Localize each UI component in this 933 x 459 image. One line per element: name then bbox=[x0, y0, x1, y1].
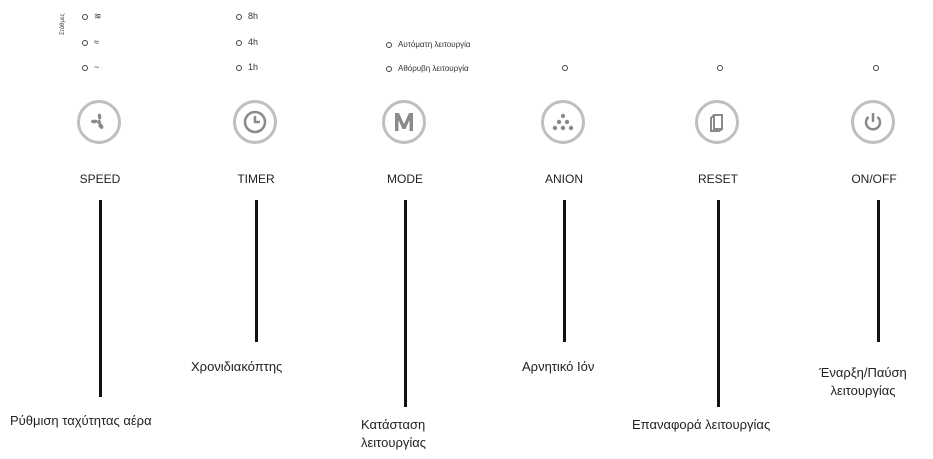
anion-button[interactable] bbox=[541, 100, 585, 144]
mode-callout: Κατάσταση λειτουργίας bbox=[361, 416, 426, 452]
onoff-label: ON/OFF bbox=[851, 172, 897, 186]
onoff-leader-line bbox=[877, 200, 880, 342]
anion-callout: Αρνητικό Ιόν bbox=[522, 359, 595, 374]
speed-level-low: ~ bbox=[82, 62, 99, 73]
mode-callout-line1: Κατάσταση bbox=[361, 417, 426, 432]
anion-label: ANION bbox=[544, 172, 583, 186]
timer-indicator-1h: 1h bbox=[236, 62, 258, 73]
mode-indicator-auto: Αυτόματη λειτουργία bbox=[386, 39, 471, 50]
speed-leader-line bbox=[99, 200, 102, 397]
timer-callout: Χρονιδιακόπτης bbox=[191, 359, 283, 374]
mode-callout-line2: λειτουργίας bbox=[361, 435, 427, 450]
onoff-callout: Έναρξη/Παύση λειτουργίας bbox=[808, 364, 918, 400]
anion-indicator bbox=[562, 65, 568, 71]
timer-indicator-8h: 8h bbox=[236, 11, 258, 22]
timer-indicator-4h: 4h bbox=[236, 37, 258, 48]
timer-leader-line bbox=[255, 200, 258, 342]
speed-level-high: ≋ bbox=[82, 11, 102, 22]
m-letter-icon bbox=[395, 113, 413, 131]
dots-icon bbox=[552, 113, 574, 131]
speed-level-mid: ≈ bbox=[82, 37, 99, 48]
anion-leader-line bbox=[563, 200, 566, 342]
reset-callout: Επαναφορά λειτουργίας bbox=[632, 417, 771, 432]
onoff-callout-line2: λειτουργίας bbox=[830, 383, 896, 398]
speed-callout: Ρύθμιση ταχύτητας αέρα bbox=[10, 413, 152, 428]
mode-indicator-quiet: Αθόρυβη λειτουργία bbox=[386, 63, 469, 74]
reset-indicator bbox=[717, 65, 723, 71]
reset-leader-line bbox=[717, 200, 720, 407]
reset-label: RESET bbox=[697, 172, 738, 186]
onoff-callout-line1: Έναρξη/Παύση bbox=[819, 365, 907, 380]
reset-button[interactable] bbox=[695, 100, 739, 144]
speed-button[interactable] bbox=[77, 100, 121, 144]
mode-label: MODE bbox=[387, 172, 423, 186]
clock-icon bbox=[243, 110, 267, 134]
timer-label: TIMER bbox=[237, 172, 275, 186]
onoff-button[interactable] bbox=[851, 100, 895, 144]
timer-button[interactable] bbox=[233, 100, 277, 144]
mode-leader-line bbox=[404, 200, 407, 407]
onoff-indicator bbox=[873, 65, 879, 71]
mode-button[interactable] bbox=[382, 100, 426, 144]
speed-levels-label: Στάθμες bbox=[60, 13, 66, 35]
power-icon bbox=[864, 113, 882, 131]
filter-icon bbox=[710, 114, 723, 132]
fan-icon bbox=[90, 113, 104, 129]
speed-label: SPEED bbox=[79, 172, 121, 186]
